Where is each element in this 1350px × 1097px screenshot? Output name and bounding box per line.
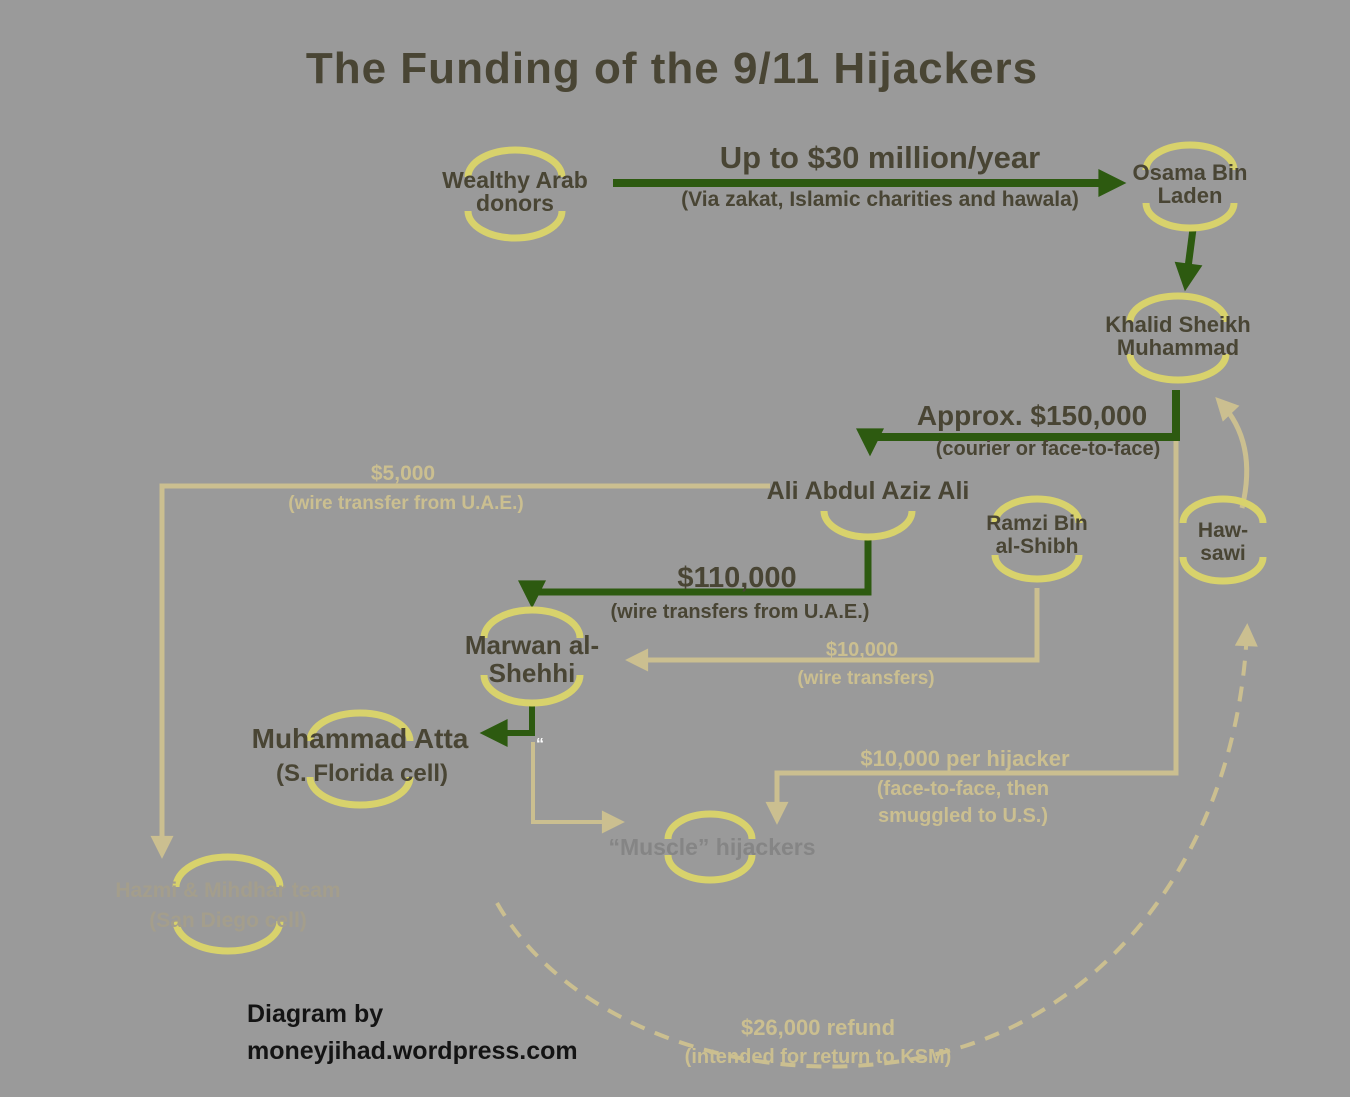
node-ramzi-bin-al-shibh: Ramzi Bin al-Shibh <box>986 512 1088 558</box>
edge-hawsawi-to-ksm-curve <box>1215 396 1250 509</box>
node-arc-donors-bottom <box>464 210 566 242</box>
edge-ramzi-to-marwan-line <box>625 588 1040 672</box>
node-wealthy-arab-donors: Wealthy Arab donors <box>442 169 588 215</box>
white-quote-artifact: “ <box>536 736 544 753</box>
edge-sublabel-ramzi-marwan: (wire transfers) <box>797 668 935 689</box>
node-ramzi-line1: Ramzi Bin <box>986 512 1088 535</box>
node-arc-marwan-top <box>480 606 584 639</box>
edge-label-ksm-muscle: $10,000 per hijacker <box>860 746 1070 771</box>
edge-obl-to-ksm-arrow <box>1174 228 1203 292</box>
node-arc-muscle-bottom <box>664 854 756 884</box>
credit-line2: moneyjihad.wordpress.com <box>247 1037 578 1065</box>
node-hawsawi-line1: Haw- <box>1197 519 1249 542</box>
node-arc-hawsawi-top <box>1179 495 1267 524</box>
node-arc-muscle-top <box>664 810 756 840</box>
node-arc-ali-bottom <box>820 510 916 541</box>
node-arc-ksm-bottom <box>1126 353 1230 384</box>
node-arc-obl-bottom <box>1142 202 1238 232</box>
node-arc-san-diego-top <box>172 853 284 888</box>
node-arc-ramzi-top <box>991 495 1083 524</box>
edge-sublabel-ksm-ali: (courier or face-to-face) <box>935 438 1161 460</box>
node-arc-san-diego-bottom <box>172 920 284 955</box>
edge-sublabel-donors-obl: (Via zakat, Islamic charities and hawala… <box>681 188 1079 211</box>
node-ksm-line2: Muhammad <box>1116 335 1240 360</box>
edge-sublabel-ali-san-diego: (wire transfer from U.A.E.) <box>288 493 524 514</box>
edge-label-donors-obl: Up to $30 million/year <box>719 140 1041 175</box>
edge-label-ali-marwan: $110,000 <box>677 562 797 594</box>
node-hawsawi: Haw- sawi <box>1198 519 1248 565</box>
node-arc-atta-bottom <box>306 776 414 809</box>
node-ramzi-line2: al-Shibh <box>995 535 1079 558</box>
node-hawsawi-line2: sawi <box>1200 542 1246 565</box>
node-muscle-hijackers: “Muscle” hijackers <box>608 834 816 860</box>
credit-line1: Diagram by <box>247 1000 384 1028</box>
node-arc-marwan-bottom <box>480 674 584 707</box>
node-san-diego-cell: Hazmi & Mihdhar team (San Diego cell) <box>115 876 340 936</box>
node-wealthy-arab-donors-line2: donors <box>476 190 554 216</box>
node-arc-atta-top <box>306 709 414 742</box>
edge-ksm-to-ali-arrow <box>856 390 1180 457</box>
node-san-diego-line1: Hazmi & Mihdhar team <box>115 879 341 902</box>
node-muhammad-atta: Muhammad Atta <box>251 723 469 754</box>
credit: Diagram by moneyjihad.wordpress.com <box>247 996 578 1070</box>
node-arc-ksm-top <box>1126 292 1230 323</box>
edge-sublabel-ksm-muscle-line1: (face-to-face, then <box>876 778 1050 800</box>
node-arc-obl-top <box>1142 141 1238 171</box>
node-muhammad-atta-cell: (S. Florida cell) <box>275 760 449 787</box>
edge-marwan-to-muscle-line <box>531 742 625 834</box>
edge-label-ksm-ali: Approx. $150,000 <box>916 400 1148 431</box>
node-arc-donors-top <box>464 146 566 178</box>
edge-label-refund: $26,000 refund <box>740 1015 896 1040</box>
node-arc-hawsawi-bottom <box>1179 556 1267 585</box>
node-marwan-al-shehhi: Marwan al- Shehhi <box>465 631 599 687</box>
edge-sublabel-refund: (intended for return to KSM) <box>684 1046 952 1068</box>
node-san-diego-line2: (San Diego cell) <box>149 909 307 932</box>
node-khalid-sheikh-muhammad: Khalid Sheikh Muhammad <box>1105 313 1250 359</box>
edge-sublabel-ali-marwan: (wire transfers from U.A.E.) <box>610 601 870 623</box>
edge-marwan-to-atta-arrow <box>479 706 535 747</box>
node-marwan-line2: Shehhi <box>488 658 576 688</box>
node-wealthy-arab-donors-line1: Wealthy Arab <box>442 167 588 193</box>
edge-ali-to-marwan-arrow <box>518 540 872 609</box>
edge-ali-to-san-diego-line <box>150 483 770 859</box>
edge-ksm-to-muscle-line <box>765 396 1179 825</box>
edge-label-ali-san-diego: $5,000 <box>370 462 436 485</box>
edge-sublabel-ksm-muscle: (face-to-face, then smuggled to U.S.) <box>877 776 1049 830</box>
edge-label-ramzi-marwan: $10,000 <box>825 639 899 661</box>
node-osama-bin-laden-line1: Osama Bin <box>1132 160 1248 185</box>
node-osama-bin-laden-line2: Laden <box>1157 183 1223 208</box>
node-ali-abdul-aziz-ali: Ali Abdul Aziz Ali <box>766 477 970 505</box>
edge-sublabel-ksm-muscle-line2: smuggled to U.S.) <box>878 805 1048 827</box>
node-ksm-line1: Khalid Sheikh <box>1105 312 1251 337</box>
node-arc-ramzi-bottom <box>991 554 1083 583</box>
page-title: The Funding of the 9/11 Hijackers <box>305 44 1039 93</box>
node-marwan-line1: Marwan al- <box>464 630 600 660</box>
node-osama-bin-laden: Osama Bin Laden <box>1133 161 1248 207</box>
edge-refund-dashed-curve <box>495 623 1258 1069</box>
